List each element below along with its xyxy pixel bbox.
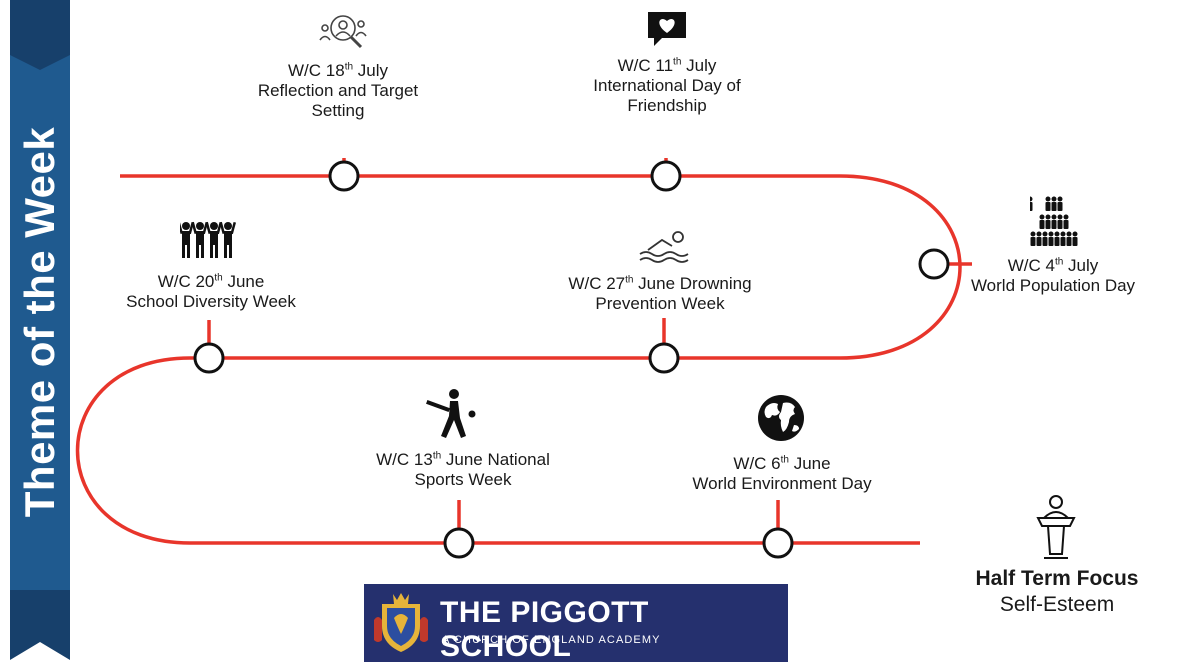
milestone-6-june (762, 527, 794, 559)
reflection-search-icon (319, 15, 367, 49)
lectern-icon (1036, 495, 1076, 559)
banner-ribbon-top (10, 0, 70, 70)
banner-ribbon-bottom (10, 590, 70, 660)
event-world-population-day: W/C 4th July World Population Day (970, 256, 1136, 295)
milestone-11-july (650, 160, 682, 192)
event-international-day-of-friendship: W/C 11th July International Day of Frien… (593, 56, 741, 115)
milestone-27-june (648, 342, 680, 374)
globe-icon (758, 395, 804, 441)
half-term-focus: Half Term Focus Self-Esteem (960, 566, 1154, 618)
event-reflection-target-setting: W/C 18th July Reflection and Target Sett… (257, 61, 419, 120)
population-people-icon (1030, 196, 1078, 246)
focus-value: Self-Esteem (999, 593, 1115, 616)
track-path (75, 174, 962, 545)
heart-speech-bubble-icon (648, 12, 686, 46)
focus-title: Half Term Focus (975, 567, 1139, 590)
event-world-environment-day: W/C 6th June World Environment Day (692, 454, 872, 493)
school-subtitle: A CHURCH OF ENGLAND ACADEMY (442, 634, 661, 646)
milestone-20-june (193, 342, 225, 374)
swimmer-icon (639, 231, 689, 263)
event-national-sports-week: W/C 13th June National Sports Week (376, 450, 550, 489)
event-drowning-prevention-week: W/C 27th June Drowning Prevention Week (568, 274, 752, 313)
theme-banner (10, 45, 70, 600)
school-logo: THE PIGGOTT SCHOOL A CHURCH OF ENGLAND A… (364, 584, 788, 663)
event-school-diversity-week: W/C 20th June School Diversity Week (126, 272, 296, 311)
school-crest-icon (374, 593, 428, 652)
milestone-13-june (443, 527, 475, 559)
school-name: THE PIGGOTT SCHOOL (440, 596, 649, 663)
diversity-people-icon (180, 221, 237, 258)
milestone-4-july (918, 248, 950, 280)
milestone-18-july (328, 160, 360, 192)
cricket-player-icon (426, 389, 476, 438)
